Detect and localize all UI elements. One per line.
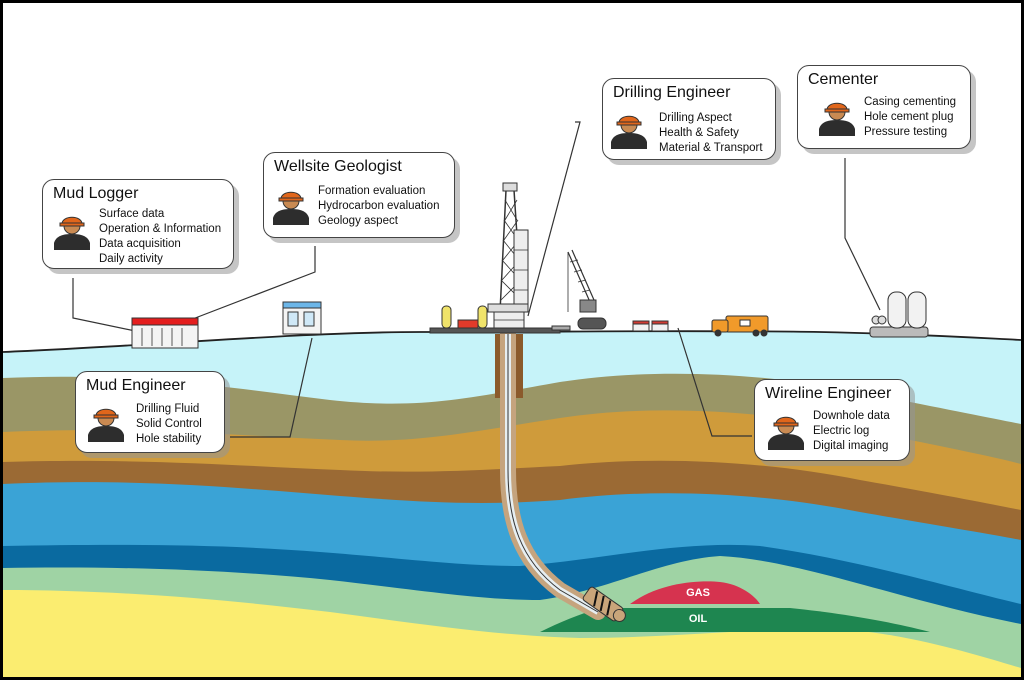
mud-logger-duties: Surface data Operation & Information Dat… — [99, 207, 221, 267]
drill-pipe-line — [507, 334, 599, 613]
pipe-racks — [632, 320, 669, 332]
duty-item: Surface data — [99, 208, 165, 220]
duty-item: Solid Control — [136, 418, 202, 430]
worker-icon — [273, 191, 309, 225]
duty-item: Electric log — [813, 425, 870, 437]
worker-icon — [611, 115, 647, 149]
duty-item: Data acquisition — [99, 238, 181, 250]
gas-label: GAS — [686, 587, 710, 599]
callout-cementer: Cementer Casing cementing Hole cement pl… — [797, 65, 971, 149]
duty-item: Operation & Information — [99, 223, 222, 235]
callout-wireline-engineer: Wireline Engineer Downhole data Electric… — [754, 379, 910, 461]
cementing-unit — [869, 291, 929, 338]
callout-wellsite-geologist: Wellsite Geologist Formation evaluation … — [263, 152, 455, 238]
worker-icon — [768, 416, 804, 450]
oil-zone — [540, 608, 930, 632]
duty-item: Pressure testing — [864, 126, 948, 138]
duty-item: Casing cementing — [864, 96, 957, 108]
duty-item: Hydrocarbon evaluation — [318, 200, 440, 212]
sand-layer — [3, 590, 1021, 677]
callout-mud-engineer: Mud Engineer Drilling Fluid Solid Contro… — [75, 371, 225, 453]
duty-item: Hole cement plug — [864, 111, 954, 123]
wireline-engineer-title: Wireline Engineer — [765, 385, 892, 402]
wireline-engineer-duties: Downhole data Electric log Digital imagi… — [813, 409, 890, 454]
worker-icon — [88, 408, 124, 442]
worker-icon — [54, 216, 90, 250]
wellsite-geologist-title: Wellsite Geologist — [274, 158, 402, 175]
duty-item: Hole stability — [136, 433, 202, 445]
leader-lines — [72, 121, 881, 438]
drilling-engineer-title: Drilling Engineer — [613, 84, 731, 101]
cementer-duties: Casing cementing Hole cement plug Pressu… — [864, 95, 956, 140]
duty-item: Downhole data — [813, 410, 890, 422]
duty-item: Drilling Fluid — [136, 403, 200, 415]
mud-engineer-duties: Drilling Fluid Solid Control Hole stabil… — [136, 402, 202, 447]
worker-icon — [819, 102, 855, 136]
drilling-engineer-duties: Drilling Aspect Health & Safety Material… — [659, 111, 763, 156]
drill-bit — [582, 586, 626, 622]
tanks-and-pumps — [441, 305, 488, 329]
gas-zone — [630, 581, 760, 604]
drilling-rig — [429, 182, 561, 334]
callout-mud-logger: Mud Logger Surface data Operation & Info… — [42, 179, 234, 269]
duty-item: Material & Transport — [659, 142, 763, 154]
wellsite-geologist-duties: Formation evaluation Hydrocarbon evaluat… — [318, 184, 439, 229]
duty-item: Geology aspect — [318, 215, 398, 227]
mud-engineer-title: Mud Engineer — [86, 377, 186, 394]
cementer-title: Cementer — [808, 71, 879, 88]
logging-truck — [711, 315, 769, 337]
geologist-cabin — [282, 301, 322, 335]
crane — [551, 249, 607, 331]
duty-item: Health & Safety — [659, 127, 739, 139]
callout-drilling-engineer: Drilling Engineer Drilling Aspect Health… — [602, 78, 776, 160]
duty-item: Digital imaging — [813, 440, 889, 452]
mud-logging-unit — [131, 317, 199, 349]
oil-label: OIL — [689, 613, 708, 625]
duty-item: Drilling Aspect — [659, 112, 732, 124]
duty-item: Daily activity — [99, 253, 163, 265]
duty-item: Formation evaluation — [318, 185, 426, 197]
mud-logger-title: Mud Logger — [53, 185, 139, 202]
